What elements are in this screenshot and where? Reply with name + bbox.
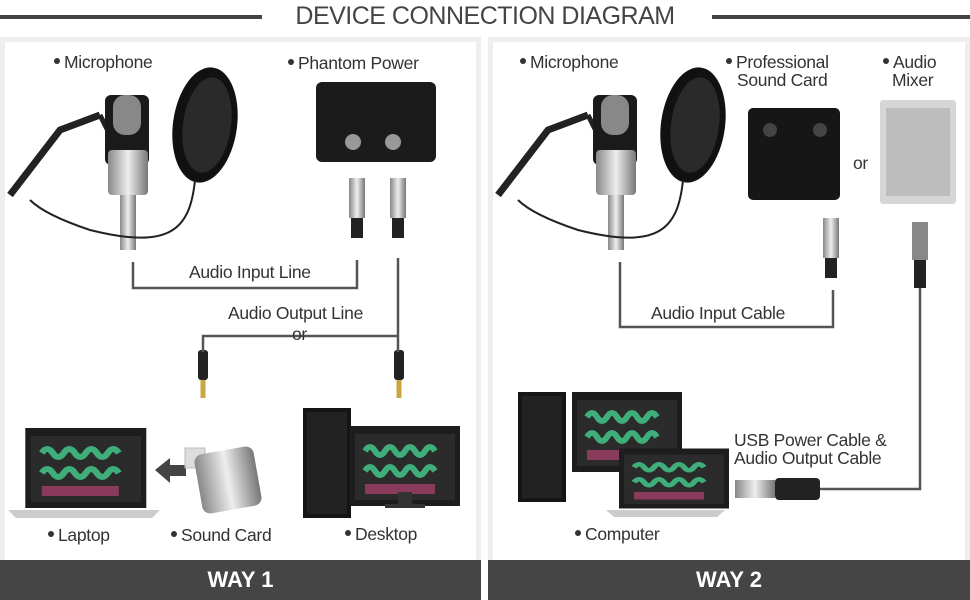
label-audio-output-cable: Audio Output Cable xyxy=(734,448,882,468)
label-sound-card: Sound Card xyxy=(171,526,272,545)
computer-laptop-image xyxy=(606,449,729,517)
microphone-image-2 xyxy=(498,63,733,250)
way2-footer: WAY 2 xyxy=(488,560,970,600)
label-professional: Professional xyxy=(726,53,829,72)
audio-jack-right xyxy=(394,350,404,398)
usb-cable xyxy=(820,288,922,491)
audio-input-line xyxy=(131,260,359,290)
label-computer: Computer xyxy=(575,525,660,544)
laptop-image xyxy=(8,428,160,518)
computer-tower-image xyxy=(518,392,566,502)
label-microphone-2: Microphone xyxy=(520,53,619,72)
label-desktop: Desktop xyxy=(345,525,417,544)
way1-footer: WAY 1 xyxy=(0,560,481,600)
label-or-2: or xyxy=(853,153,868,173)
way1-panel: WAY 1 xyxy=(0,37,481,600)
arrow-icon xyxy=(155,458,186,483)
desktop-tower-image xyxy=(303,408,351,518)
professional-sound-card-image xyxy=(748,108,840,200)
usb-a-connector xyxy=(735,478,820,500)
title-rule-left xyxy=(0,15,262,19)
way1-cables xyxy=(131,258,400,352)
label-microphone: Microphone xyxy=(54,53,153,72)
label-sound-card-2: Sound Card xyxy=(737,70,828,90)
diagram-title-bar: DEVICE CONNECTION DIAGRAM xyxy=(0,0,970,34)
label-or: or xyxy=(292,324,307,344)
microphone-image xyxy=(10,63,245,250)
usb-sound-card-image xyxy=(184,446,262,514)
xlr-male-connector xyxy=(390,178,406,238)
phantom-power-image xyxy=(316,82,436,162)
way2-panel: WAY 2 xyxy=(488,37,970,600)
label-audio-input-cable: Audio Input Cable xyxy=(651,303,786,323)
label-audio: Audio xyxy=(883,53,937,72)
audio-mixer-image xyxy=(880,100,956,204)
usb-b-connector xyxy=(912,222,928,288)
desktop-monitor-image xyxy=(350,426,460,508)
audio-jack-left xyxy=(198,350,208,398)
way2-cables xyxy=(618,262,922,491)
audio-output-line xyxy=(201,258,400,352)
page-title: DEVICE CONNECTION DIAGRAM xyxy=(295,2,675,30)
title-rule-right xyxy=(712,15,970,19)
label-laptop: Laptop xyxy=(48,526,110,545)
label-audio-output-line: Audio Output Line xyxy=(228,303,364,323)
xlr-female-connector xyxy=(349,178,365,238)
label-mixer: Mixer xyxy=(892,70,934,90)
label-phantom-power: Phantom Power xyxy=(288,54,419,73)
audio-input-cable xyxy=(618,262,835,329)
label-audio-input-line: Audio Input Line xyxy=(189,262,311,282)
label-usb-power-cable: USB Power Cable & xyxy=(734,430,887,450)
xlr-connector-2 xyxy=(823,218,839,278)
